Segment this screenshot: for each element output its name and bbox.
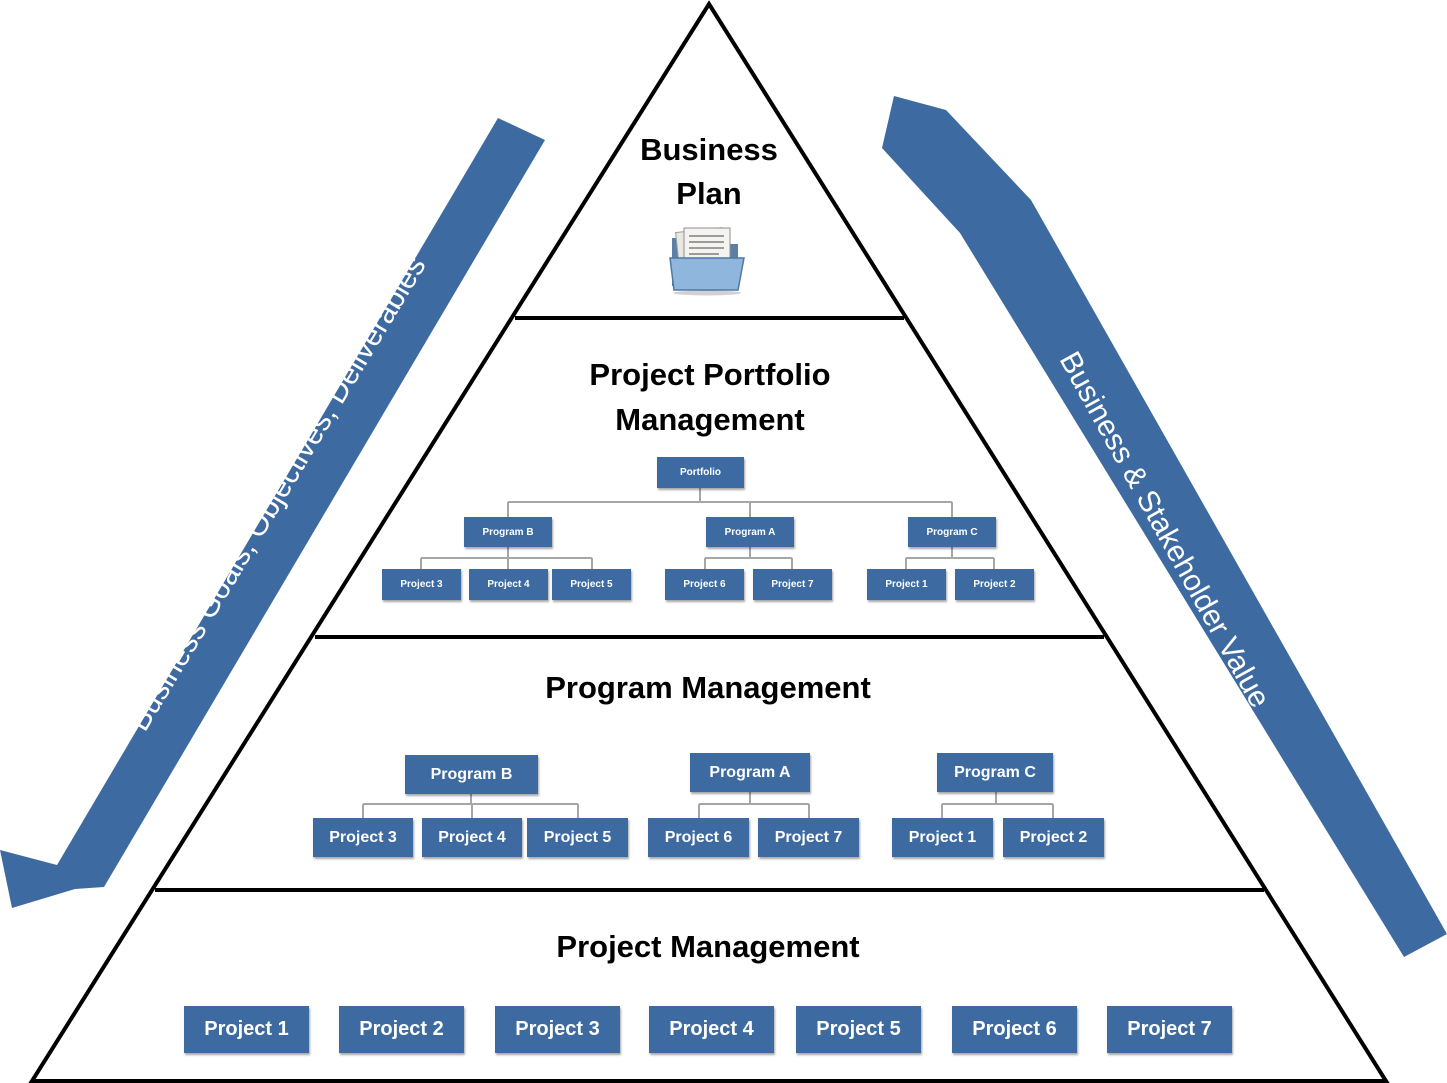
- program-c-box: Program C: [937, 753, 1053, 792]
- portfolio-project-box: Project 4: [469, 569, 548, 600]
- portfolio-project-box: Project 1: [867, 569, 946, 600]
- program-connectors: [362, 792, 1054, 818]
- value-arrow: [882, 96, 1447, 957]
- business-plan-title-line2: Plan: [676, 176, 742, 211]
- portfolio-program-c-box: Program C: [908, 517, 996, 547]
- program-project-box: Project 2: [1003, 818, 1104, 857]
- program-project-box: Project 5: [527, 818, 628, 857]
- portfolio-title: Project Portfolio Management: [540, 352, 880, 442]
- program-project-box: Project 4: [422, 818, 522, 857]
- project-box: Project 3: [495, 1006, 620, 1053]
- portfolio-connectors: [420, 488, 995, 569]
- project-box: Project 5: [796, 1006, 921, 1053]
- program-management-title: Program Management: [545, 670, 871, 705]
- project-box: Project 7: [1107, 1006, 1232, 1053]
- portfolio-program-a-box: Program A: [706, 517, 794, 547]
- portfolio-project-box: Project 6: [665, 569, 744, 600]
- portfolio-project-box: Project 3: [382, 569, 461, 600]
- program-project-box: Project 7: [758, 818, 859, 857]
- program-project-box: Project 3: [313, 818, 413, 857]
- portfolio-title-line1: Project Portfolio: [589, 357, 831, 392]
- portfolio-project-box: Project 5: [552, 569, 631, 600]
- portfolio-program-b-box: Program B: [464, 517, 552, 547]
- project-management-title: Project Management: [556, 929, 860, 964]
- program-b-box: Program B: [405, 755, 538, 794]
- project-box: Project 1: [184, 1006, 309, 1053]
- project-box: Project 2: [339, 1006, 464, 1053]
- business-plan-title: Business Plan: [600, 128, 818, 216]
- program-project-box: Project 6: [648, 818, 749, 857]
- portfolio-project-box: Project 7: [753, 569, 832, 600]
- program-project-box: Project 1: [892, 818, 993, 857]
- portfolio-root-box: Portfolio: [657, 457, 744, 488]
- portfolio-title-line2: Management: [615, 402, 805, 437]
- program-a-box: Program A: [690, 753, 810, 792]
- project-box: Project 4: [649, 1006, 774, 1053]
- business-plan-title-line1: Business: [640, 132, 778, 167]
- goals-arrow: [0, 118, 545, 908]
- project-box: Project 6: [952, 1006, 1077, 1053]
- portfolio-project-box: Project 2: [955, 569, 1034, 600]
- folder-documents-icon: [669, 227, 745, 296]
